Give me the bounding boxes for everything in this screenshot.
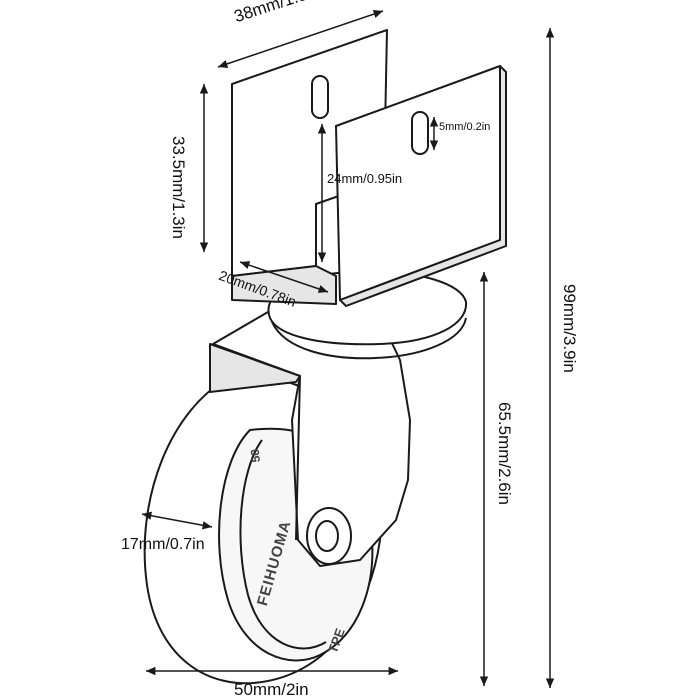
tire-size-marking: 50 bbox=[247, 448, 263, 463]
dimension-lines bbox=[141, 10, 555, 688]
wheel-inner-ring bbox=[239, 439, 327, 650]
bracket-right-thickness bbox=[339, 65, 507, 307]
label-slot-length: 5mm/0.2in bbox=[439, 121, 491, 133]
label-wheel-diameter: 50mm/2in bbox=[234, 680, 309, 699]
label-slot-to-top-height: 24mm/0.95in bbox=[327, 171, 403, 186]
label-mount-height: 65.5mm/2.6in bbox=[495, 402, 514, 505]
axle-inner bbox=[315, 520, 339, 552]
slot-right bbox=[411, 111, 429, 155]
swivel-ring-lower bbox=[271, 317, 467, 360]
slot-left bbox=[311, 75, 329, 119]
dim-wheel-width bbox=[141, 511, 213, 530]
dim-bracket-width bbox=[217, 10, 384, 68]
fork-edge bbox=[295, 375, 301, 541]
label-bracket-height: 33.5mm/1.3in bbox=[169, 136, 188, 239]
label-wheel-width: 17mm/0.7in bbox=[121, 536, 205, 553]
fork-side bbox=[209, 343, 301, 393]
label-total-height: 99mm/3.9in bbox=[560, 284, 579, 373]
dim-inner-width bbox=[239, 261, 329, 293]
